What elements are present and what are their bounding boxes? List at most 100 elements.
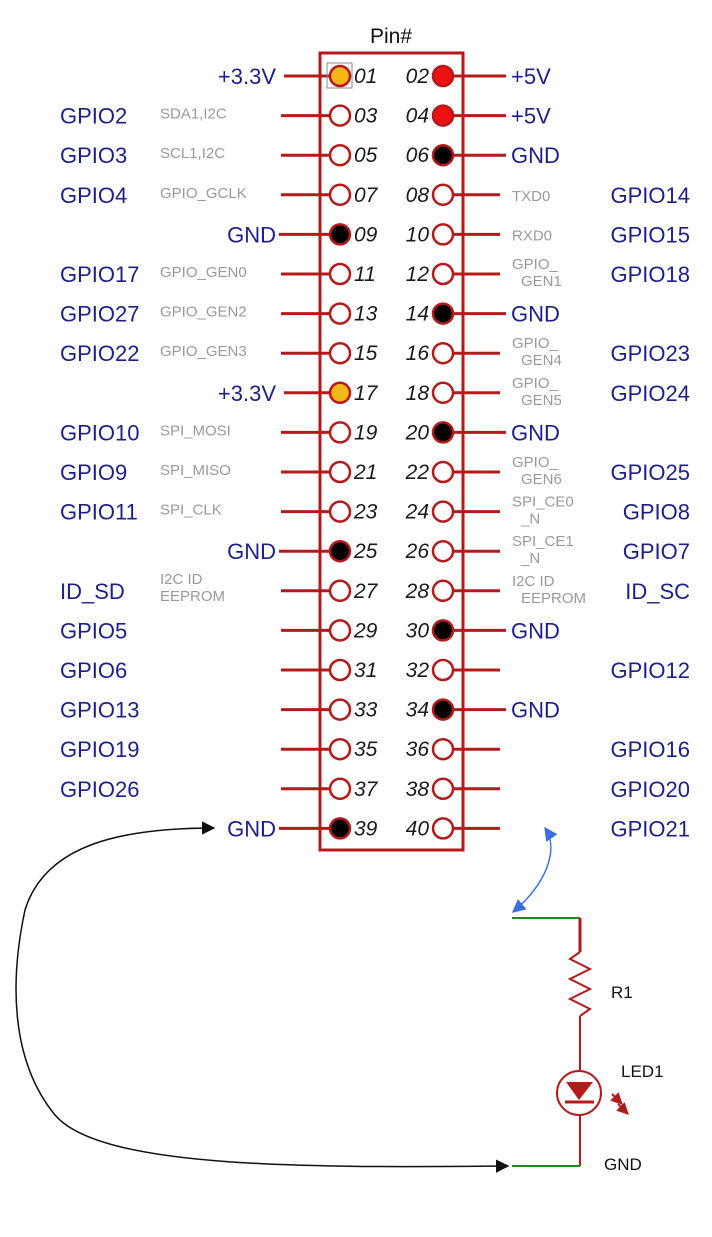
pin-28-circle: [431, 579, 455, 603]
pin-function-label: _N: [520, 511, 540, 528]
pin-number: 06: [406, 144, 430, 167]
circuit-ground-label: GND: [604, 1155, 642, 1174]
pin-40-circle: [431, 817, 455, 840]
pin-02-circle: [431, 64, 455, 88]
pin-function-label: GPIO_: [512, 454, 559, 471]
pin-function-label: RXD0: [512, 227, 552, 244]
pin-number: 01: [354, 65, 377, 88]
pin-name-label: ID_SD: [60, 579, 125, 604]
pin-name-label: GPIO5: [60, 618, 127, 643]
pin-08-circle: [431, 183, 455, 207]
pin-14-circle: [431, 302, 455, 325]
pin-number: 31: [354, 659, 377, 682]
pin-31-circle: [328, 658, 352, 682]
header-outline: [318, 51, 465, 852]
pin-number: 12: [406, 263, 430, 286]
pin-15-circle: [328, 341, 352, 365]
pin-function-label: GPIO_GEN3: [160, 343, 247, 360]
pin-function-label: GEN1: [521, 273, 562, 290]
pin-number: 17: [354, 382, 379, 405]
pin-name-label: GPIO10: [60, 420, 139, 445]
pin-name-label: GPIO7: [623, 539, 690, 564]
pin-name-label: GPIO2: [60, 104, 127, 129]
pin-number: 10: [406, 223, 430, 246]
pin-function-label: SDA1,I2C: [160, 106, 227, 123]
pin-name-label: GND: [511, 302, 560, 327]
pin-name-label: GPIO26: [60, 777, 139, 802]
pin-name-label: GPIO23: [611, 341, 690, 366]
pin-function-label: I2C ID: [512, 573, 555, 590]
pin-name-label: GND: [511, 618, 560, 643]
blue-connection-arrow: [511, 826, 558, 913]
pin-number: 30: [406, 619, 430, 642]
pin-function-label: GPIO_GCLK: [160, 185, 247, 202]
pin-number: 28: [405, 580, 430, 603]
pin-07-circle: [328, 183, 352, 207]
pin-name-label: GND: [511, 698, 560, 723]
pin-function-label: EEPROM: [521, 590, 586, 607]
pin-13-circle: [328, 302, 352, 325]
pin-number: 34: [406, 699, 429, 722]
led-light-arrow-1: [610, 1092, 623, 1105]
pin-name-label: GPIO4: [60, 183, 127, 208]
pin-number: 27: [353, 580, 379, 603]
pin-18-circle: [431, 381, 455, 405]
pin-name-label: GPIO19: [60, 737, 139, 762]
led-circuit: R1 LED1 GND: [512, 917, 664, 1174]
pin-number: 38: [406, 778, 430, 801]
pin-35-circle: [328, 737, 352, 761]
pin-26-circle: [431, 539, 455, 563]
pin-name-label: GPIO16: [611, 737, 690, 762]
pin-name-label: GPIO8: [623, 500, 690, 525]
pin-name-label: ID_SC: [625, 579, 690, 604]
led-light-arrow-2: [616, 1102, 629, 1115]
pin-39-circle: [328, 817, 352, 840]
pin-name-label: +5V: [511, 104, 551, 129]
pin-name-label: GND: [227, 816, 276, 841]
pin-name-label: GND: [227, 222, 276, 247]
pin-number: 04: [406, 105, 429, 128]
pin-name-label: GPIO15: [611, 222, 690, 247]
pin-number: 16: [406, 342, 430, 365]
pin-number: 36: [406, 738, 430, 761]
pin-34-circle: [431, 698, 455, 721]
pin-05-circle: [328, 143, 352, 167]
pin-36-circle: [431, 737, 455, 761]
header-title: Pin#: [370, 25, 412, 48]
pin-function-label: SPI_MISO: [160, 462, 231, 479]
pin-number: 18: [406, 382, 430, 405]
pin-name-label: GPIO14: [611, 183, 690, 208]
pin-name-label: GPIO12: [611, 658, 690, 683]
pin-name-label: GND: [511, 143, 560, 168]
pin-number: 13: [354, 303, 378, 326]
pin-number: 24: [405, 501, 429, 524]
pin-number: 35: [354, 738, 378, 761]
pin-number: 39: [354, 817, 378, 840]
pin-33-circle: [328, 698, 352, 721]
pin-function-label: GPIO_GEN2: [160, 304, 247, 321]
pin-name-label: GPIO18: [611, 262, 690, 287]
pin-function-label: SPI_MOSI: [160, 422, 231, 439]
pin-name-label: GND: [511, 420, 560, 445]
pin-name-label: GPIO17: [60, 262, 139, 287]
resistor-symbol: [567, 951, 593, 1017]
pin-number: 09: [354, 223, 378, 246]
pin-number: 07: [354, 184, 379, 207]
pin-21-circle: [328, 460, 352, 484]
pin-name-label: GPIO11: [60, 500, 138, 525]
pin-03-circle: [328, 104, 352, 127]
led-label: LED1: [621, 1062, 664, 1081]
pin-number: 02: [406, 65, 430, 88]
pin-function-label: GEN6: [521, 471, 562, 488]
pin-function-label: GPIO_: [512, 375, 559, 392]
pin-number: 21: [353, 461, 377, 484]
pin-function-label: TXD0: [512, 188, 550, 205]
pin-16-circle: [431, 341, 455, 365]
pin-24-circle: [431, 500, 455, 523]
pin-name-label: GPIO6: [60, 658, 127, 683]
pin-number: 20: [405, 421, 430, 444]
pin-number: 15: [354, 342, 378, 365]
pin-function-label: SPI_CE0: [512, 494, 574, 511]
pin-function-label: SCL1,I2C: [160, 145, 225, 162]
